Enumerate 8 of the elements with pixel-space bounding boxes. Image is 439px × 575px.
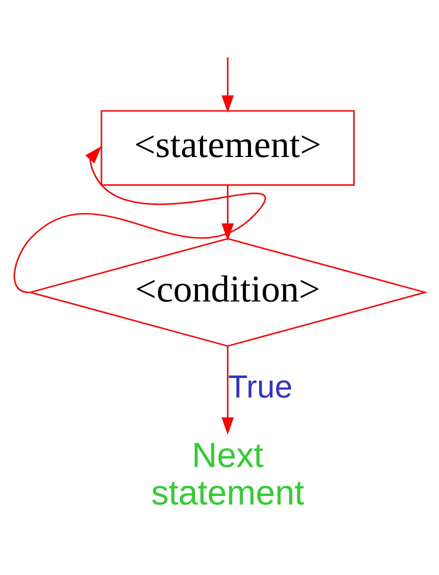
node-text: Next statement — [151, 435, 304, 512]
arrow — [222, 346, 234, 434]
arrow — [14, 146, 266, 293]
edge-label: True — [228, 368, 293, 404]
node-diamond: <condition> — [28, 237, 428, 346]
arrow — [222, 184, 234, 240]
node-box: <statement> — [100, 110, 355, 186]
arrow — [222, 56, 234, 112]
